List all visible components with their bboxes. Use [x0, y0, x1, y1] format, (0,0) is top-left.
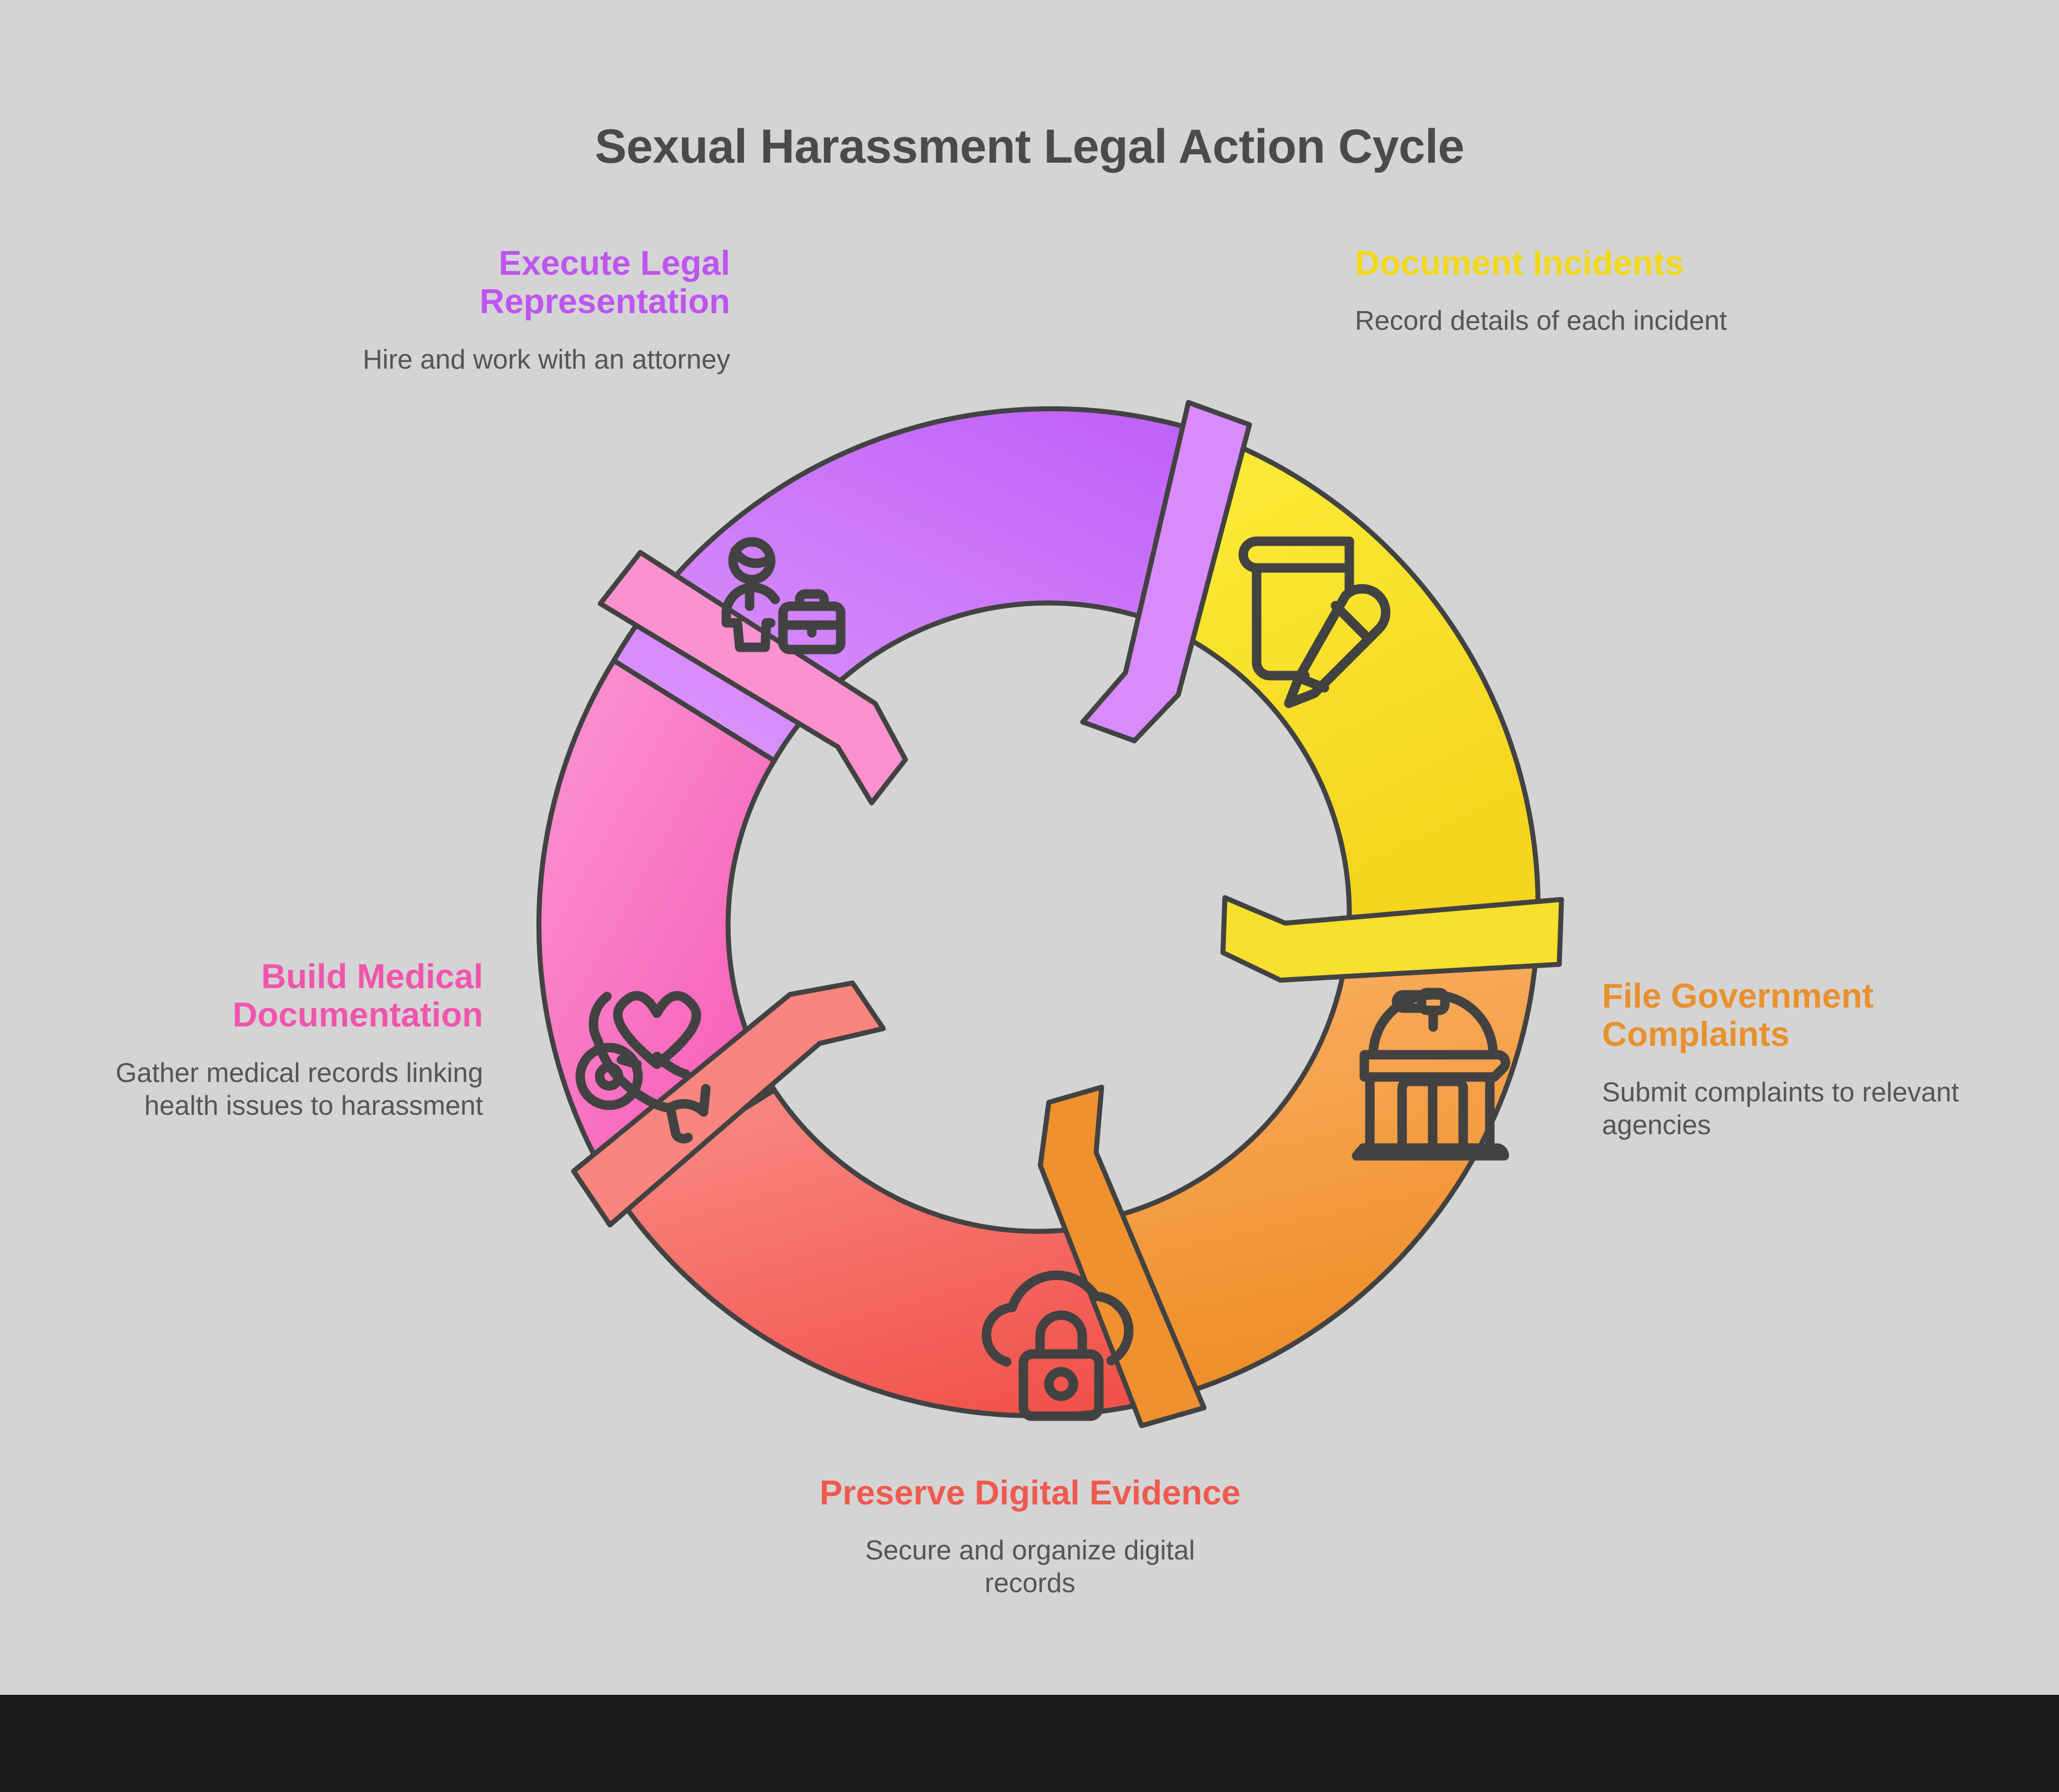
step-title-document-incidents: Document Incidents	[1355, 244, 1684, 283]
connector-preserve-to-build	[571, 980, 886, 1228]
connector-build-to-execute	[597, 550, 908, 806]
connector-file-to-preserve	[1037, 1084, 1207, 1428]
step-title-execute-legal-representation: Execute Legal Representation	[479, 244, 730, 321]
segment-preserve-digital-evidence[interactable]	[611, 1087, 1175, 1418]
step-desc-document-incidents: Record details of each incident	[1355, 306, 1727, 336]
step-label-file-government-complaints[interactable]: File Government Complaints Submit compla…	[1602, 977, 2007, 1141]
step-desc-execute-legal-representation: Hire and work with an attorney	[363, 344, 730, 375]
step-title-preserve-digital-evidence: Preserve Digital Evidence	[819, 1474, 1241, 1512]
step-label-execute-legal-representation[interactable]: Execute Legal Representation Hire and wo…	[322, 244, 730, 376]
connector-document-to-file	[1220, 895, 1564, 983]
step-desc-file-government-complaints: Submit complaints to relevant agencies	[1602, 1077, 1959, 1140]
step-title-file-government-complaints: File Government Complaints	[1602, 977, 1874, 1054]
heart-stethoscope-icon	[575, 991, 711, 1144]
segment-connectors	[571, 400, 1564, 1428]
segment-icons	[575, 536, 1510, 1421]
step-title-build-medical-documentation: Build Medical Documentation	[232, 958, 483, 1035]
step-desc-build-medical-documentation: Gather medical records linking health is…	[115, 1058, 483, 1121]
lawyer-briefcase-icon	[721, 537, 846, 655]
page-title: Sexual Harassment Legal Action Cycle	[595, 120, 1464, 173]
step-desc-preserve-digital-evidence: Secure and organize digital records	[865, 1536, 1195, 1599]
cloud-lock-icon	[982, 1270, 1134, 1421]
step-label-document-incidents[interactable]: Document Incidents Record details of eac…	[1355, 244, 1744, 338]
notebook-pencil-icon	[1238, 536, 1390, 708]
step-label-build-medical-documentation[interactable]: Build Medical Documentation Gather medic…	[75, 958, 483, 1122]
footer-band	[0, 1695, 2059, 1792]
government-building-icon	[1352, 988, 1510, 1161]
segment-file-government-complaints[interactable]	[1117, 923, 1540, 1400]
step-label-preserve-digital-evidence[interactable]: Preserve Digital Evidence Secure and org…	[819, 1474, 1241, 1600]
connector-execute-to-document	[1080, 400, 1252, 743]
